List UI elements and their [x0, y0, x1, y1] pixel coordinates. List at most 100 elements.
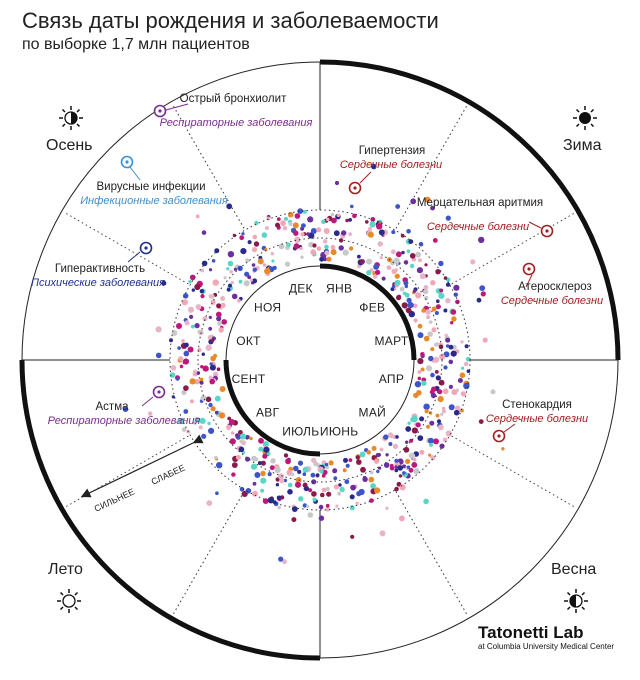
- scatter-dot: [272, 500, 277, 505]
- scatter-dot: [311, 491, 317, 497]
- scatter-dot: [181, 299, 188, 306]
- disease-name-hypertension: Гипертензия: [359, 145, 426, 157]
- scatter-dot: [325, 486, 330, 491]
- disease-category-atrial-fibrillation: Сердечные болезни: [427, 221, 529, 233]
- scatter-dot: [453, 292, 458, 297]
- scatter-dot: [359, 259, 364, 264]
- scatter-dot: [216, 367, 221, 372]
- scatter-dot: [377, 241, 383, 247]
- month-label: НОЯ: [254, 301, 281, 315]
- scatter-dot: [390, 287, 395, 292]
- scatter-dot: [338, 238, 344, 243]
- scatter-dot: [252, 278, 258, 284]
- scatter-dot: [258, 437, 264, 444]
- scatter-dot: [366, 270, 372, 276]
- scatter-dot: [187, 346, 194, 353]
- scatter-dot: [243, 280, 250, 287]
- scatter-dot: [430, 347, 435, 352]
- scatter-dot: [226, 287, 231, 292]
- scatter-dot: [370, 483, 376, 489]
- scatter-dot: [325, 503, 330, 508]
- scatter-dot: [320, 492, 325, 498]
- scatter-dot: [326, 256, 332, 262]
- scatter-dot: [348, 458, 353, 462]
- scatter-dot: [438, 424, 444, 431]
- scatter-dot: [228, 283, 232, 288]
- scatter-dot: [228, 419, 235, 425]
- scatter-dot: [324, 250, 330, 256]
- month-label: АПР: [379, 372, 404, 386]
- scatter-dot: [303, 210, 307, 214]
- scatter-dot: [333, 484, 340, 490]
- scatter-dot: [405, 307, 412, 314]
- scatter-dot: [430, 205, 435, 211]
- scatter-dot: [294, 213, 301, 219]
- scatter-dot: [431, 327, 437, 333]
- scatter-dot: [464, 344, 469, 349]
- scatter-dot: [214, 395, 221, 402]
- strength-arrow: [80, 434, 204, 498]
- disease-name-viral-infections: Вирусные инфекции: [96, 181, 205, 193]
- scatter-dot: [453, 284, 460, 291]
- scatter-dot: [431, 386, 437, 392]
- scatter-dot: [349, 494, 355, 500]
- scatter-dot: [249, 436, 253, 441]
- scatter-dot: [369, 221, 376, 228]
- scatter-dot: [350, 534, 355, 539]
- disease-category-viral-infections: Инфекционные заболевания: [80, 195, 228, 207]
- scatter-dot: [443, 351, 450, 358]
- scatter-dot: [208, 427, 215, 434]
- scatter-dot: [170, 365, 177, 371]
- scatter-dot: [402, 464, 407, 469]
- scatter-dot: [199, 377, 204, 382]
- month-label: ЯНВ: [326, 282, 352, 296]
- scatter-dot: [181, 389, 187, 396]
- scatter-dot: [287, 489, 293, 495]
- scatter-dot: [408, 452, 416, 459]
- scatter-dot: [226, 267, 230, 271]
- scatter-dot: [374, 487, 381, 494]
- scatter-dot: [362, 475, 367, 480]
- scatter-dot: [438, 379, 445, 386]
- scatter-dot: [284, 216, 288, 221]
- scatter-dot: [194, 378, 200, 385]
- scatter-dot: [470, 259, 476, 265]
- scatter-dot: [355, 501, 359, 506]
- scatter-dot: [428, 355, 434, 362]
- scatter-dot: [190, 324, 195, 329]
- scatter-dot: [321, 487, 327, 493]
- month-spoke: [451, 211, 577, 285]
- scatter-dot: [252, 234, 258, 240]
- scatter-dot: [390, 249, 396, 255]
- scatter-dot: [238, 446, 245, 453]
- scatter-dot: [434, 370, 439, 374]
- scatter-dot: [312, 243, 317, 248]
- scatter-dot: [199, 380, 204, 385]
- scatter-dot: [194, 417, 201, 423]
- disease-category-hyperactivity: Психические заболевания: [31, 277, 165, 289]
- scatter-dot: [308, 488, 313, 493]
- scatter-dot: [400, 233, 405, 238]
- scatter-dot: [405, 426, 412, 432]
- scatter-dot: [396, 481, 402, 487]
- scatter-dot: [330, 249, 337, 256]
- scatter-dot: [448, 404, 455, 411]
- scatter-dot: [231, 472, 236, 477]
- scatter-dot: [267, 472, 272, 477]
- scatter-dot: [423, 285, 429, 290]
- marker-atrial-fibrillation: [528, 221, 554, 238]
- scatter-dot: [155, 326, 162, 333]
- scatter-dot: [251, 263, 256, 267]
- scatter-dot: [240, 433, 247, 440]
- scatter-dot: [282, 225, 288, 231]
- season-label-winter: Зима: [563, 137, 602, 154]
- disease-category-acute-bronchiolitis: Респираторные заболевания: [160, 117, 313, 129]
- scatter-dot: [411, 462, 418, 468]
- scatter-dot: [337, 491, 341, 496]
- scatter-dot: [292, 222, 299, 229]
- marker-hyperactivity: [127, 241, 153, 263]
- scatter-dot: [212, 279, 219, 286]
- scatter-dot: [230, 431, 235, 435]
- scatter-dot: [388, 442, 393, 446]
- scatter-dot: [324, 244, 329, 250]
